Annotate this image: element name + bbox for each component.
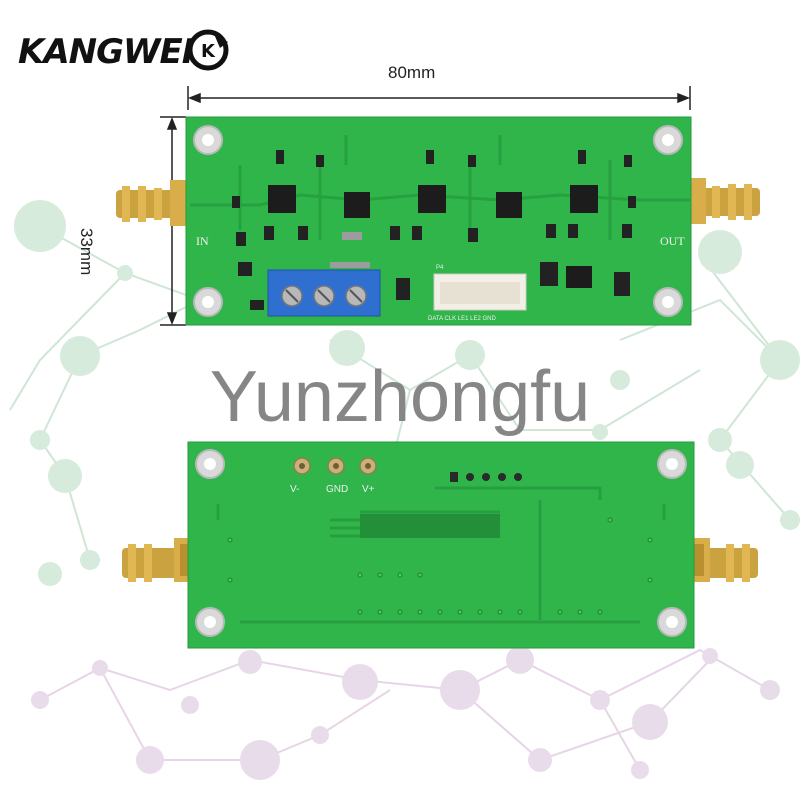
brand-logo: KANGWEI K <box>18 26 233 76</box>
connector-label: P4 <box>436 265 444 271</box>
pin-header <box>433 273 527 311</box>
pin-label-v-plus: V+ <box>362 484 375 495</box>
brand-emblem-icon: K <box>187 29 229 71</box>
sma-input-connector <box>116 180 188 226</box>
watermark-text: Yunzhongfu <box>209 357 591 437</box>
width-dimension-label: 80mm <box>388 63 436 82</box>
terminal-block <box>267 269 381 317</box>
input-label: IN <box>196 234 209 248</box>
brand-emblem-letters: K <box>201 41 216 62</box>
pin-label-gnd: GND <box>326 484 348 495</box>
sma-output-connector <box>688 178 760 224</box>
pin-label-v-minus: V- <box>290 484 299 495</box>
output-label: OUT <box>660 234 685 248</box>
brand-name: KANGWEI <box>18 32 194 72</box>
header-label: DATA CLK LE1 LE2 GND <box>428 316 496 322</box>
